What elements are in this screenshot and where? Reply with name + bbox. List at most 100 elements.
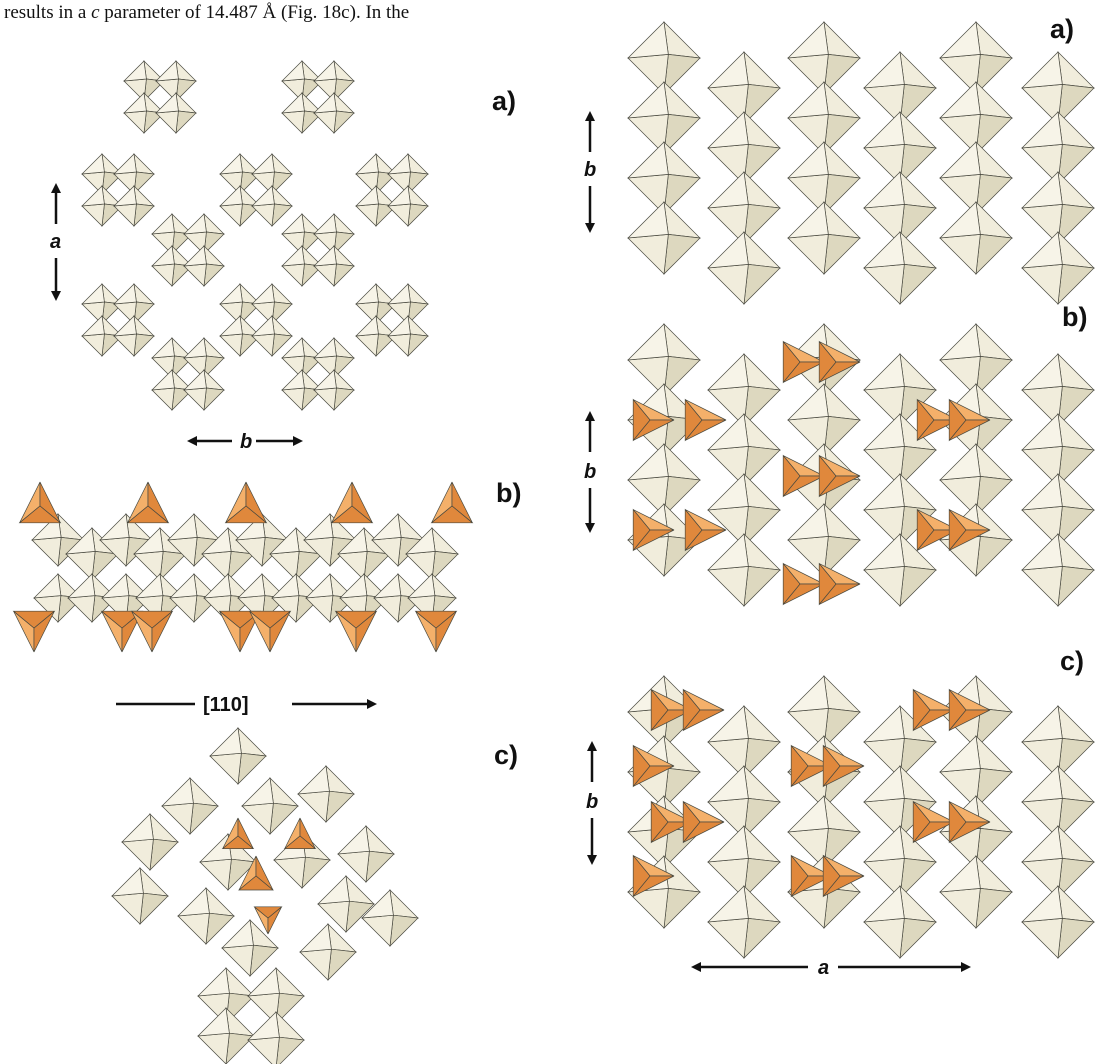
octahedron — [939, 81, 1013, 155]
octahedron — [627, 443, 701, 517]
tetrahedron — [126, 481, 170, 524]
octahedron — [387, 315, 429, 357]
octahedron — [355, 283, 397, 325]
right-c-axis-a: a — [691, 957, 971, 979]
axis-label-a: a — [818, 957, 829, 979]
tetrahedron — [238, 855, 274, 891]
octahedron — [1021, 473, 1095, 547]
tetrahedron — [822, 854, 865, 898]
octahedron — [151, 337, 193, 379]
octahedron — [219, 153, 261, 195]
tetrahedron — [632, 854, 675, 898]
octahedron — [1021, 231, 1095, 305]
octahedron — [81, 283, 123, 325]
octahedron — [317, 875, 375, 933]
axis-label-b: b — [584, 159, 596, 181]
tetrahedron — [632, 398, 675, 442]
tetrahedron — [818, 562, 861, 606]
octahedron — [707, 171, 781, 245]
tetrahedron — [916, 508, 959, 552]
octahedron — [707, 533, 781, 607]
left-b-axis-110: [110] — [116, 694, 377, 716]
octahedron — [81, 185, 123, 227]
tetrahedron — [782, 454, 825, 498]
octahedron — [113, 283, 155, 325]
octahedron — [313, 337, 355, 379]
left-a-framework — [81, 60, 429, 411]
octahedron — [1021, 51, 1095, 125]
right-a-sheet — [627, 21, 1095, 305]
octahedron — [209, 727, 267, 785]
octahedron — [707, 231, 781, 305]
tetrahedron — [822, 744, 865, 788]
tetrahedron — [782, 562, 825, 606]
octahedron — [169, 573, 219, 623]
right-a-axis-b: b — [584, 111, 596, 233]
tetrahedron — [684, 508, 727, 552]
octahedron — [863, 885, 937, 959]
octahedron — [1021, 533, 1095, 607]
octahedron — [251, 185, 293, 227]
octahedron — [313, 369, 355, 411]
right-c-axis-b: b — [586, 741, 598, 865]
octahedron — [387, 185, 429, 227]
octahedron — [123, 92, 165, 134]
octahedron — [939, 141, 1013, 215]
left-a-axis-b: b — [187, 431, 303, 453]
octahedron — [627, 201, 701, 275]
octahedron — [1021, 413, 1095, 487]
octahedron — [31, 513, 85, 567]
tetrahedron — [682, 800, 725, 844]
octahedron — [627, 21, 701, 95]
octahedron — [787, 795, 861, 869]
octahedron — [197, 1007, 255, 1064]
octahedron — [281, 245, 323, 287]
tetrahedron — [330, 481, 374, 524]
tetrahedron — [414, 610, 458, 653]
octahedron — [1021, 111, 1095, 185]
octahedron — [155, 60, 197, 102]
octahedron — [787, 383, 861, 457]
octahedron — [183, 369, 225, 411]
octahedron — [863, 111, 937, 185]
tetrahedron — [650, 800, 693, 844]
octahedron — [627, 141, 701, 215]
octahedron — [113, 185, 155, 227]
octahedron — [787, 21, 861, 95]
tetrahedron — [224, 481, 268, 524]
octahedron — [787, 503, 861, 577]
octahedron — [863, 231, 937, 305]
octahedron — [281, 92, 323, 134]
octahedron — [1021, 171, 1095, 245]
caption-suffix: parameter of 14.487 Å (Fig. 18c). In the — [99, 2, 410, 23]
octahedron — [313, 92, 355, 134]
octahedron — [863, 825, 937, 899]
octahedron — [707, 473, 781, 547]
octahedron — [1021, 705, 1095, 779]
octahedron — [707, 765, 781, 839]
left-b-structure — [12, 481, 474, 653]
octahedron — [251, 153, 293, 195]
tetrahedron — [782, 340, 825, 384]
octahedron — [863, 51, 937, 125]
octahedron — [299, 923, 357, 981]
tetrahedron — [948, 800, 991, 844]
octahedron — [1021, 353, 1095, 427]
caption-text: results in a c parameter of 14.487 Å (Fi… — [4, 2, 409, 24]
octahedron — [355, 315, 397, 357]
octahedron — [787, 141, 861, 215]
octahedron — [707, 353, 781, 427]
octahedron — [281, 213, 323, 255]
octahedron — [219, 315, 261, 357]
octahedron — [161, 777, 219, 835]
octahedron — [251, 315, 293, 357]
octahedron — [863, 171, 937, 245]
octahedron — [281, 369, 323, 411]
octahedron — [151, 245, 193, 287]
octahedron — [707, 111, 781, 185]
octahedron — [387, 283, 429, 325]
left-panel-label-c: c) — [494, 740, 519, 770]
tetrahedron — [248, 610, 292, 653]
octahedron — [939, 735, 1013, 809]
